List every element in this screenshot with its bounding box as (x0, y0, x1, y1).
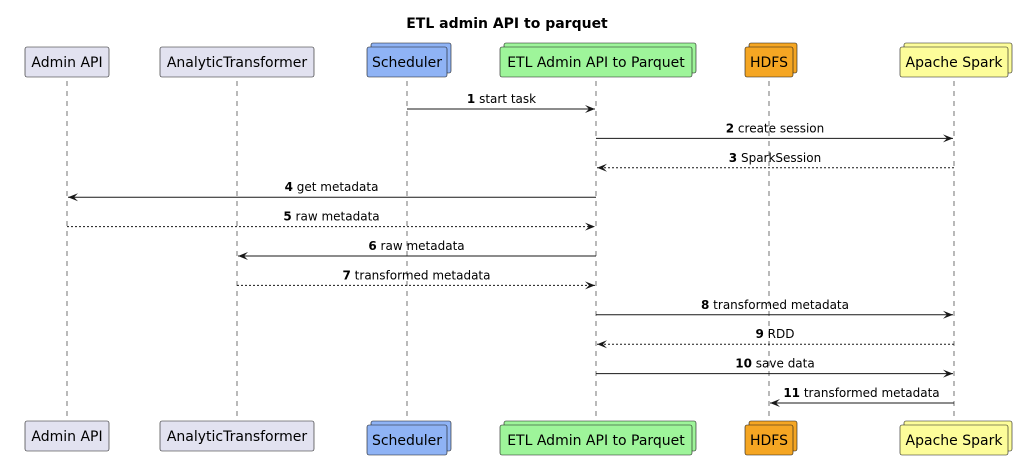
message-8: 8 transformed metadata (596, 298, 953, 319)
participant-spark-bottom: Apache Spark (899, 420, 1013, 456)
arrowhead (597, 340, 607, 349)
arrowhead (585, 105, 595, 113)
message-text: start task (475, 92, 536, 106)
participant-label: Apache Spark (906, 433, 1004, 449)
participant-label: Apache Spark (906, 55, 1004, 71)
message-text: RDD (764, 327, 795, 341)
message-label: 11 transformed metadata (783, 386, 939, 400)
diagram-title: ETL admin API to parquet (406, 16, 608, 32)
message-label: 1 start task (467, 92, 536, 106)
participant-label: Scheduler (372, 433, 442, 449)
participant-box (24, 420, 110, 452)
participant-label: AnalyticTransformer (167, 429, 308, 445)
message-10: 10 save data (596, 357, 953, 378)
arrowhead (943, 134, 953, 143)
message-number: 6 (368, 239, 376, 253)
participant-box (499, 46, 693, 78)
lifelines (66, 81, 955, 421)
arrowhead (597, 163, 607, 172)
message-label: 2 create session (726, 121, 825, 135)
participant-box (24, 46, 110, 78)
participant-box (159, 420, 315, 452)
message-label: 7 transformed metadata (343, 268, 491, 282)
participant-etl-top: ETL Admin API to Parquet (499, 42, 697, 78)
message-number: 10 (735, 357, 752, 371)
message-number: 5 (283, 210, 291, 224)
message-number: 1 (467, 92, 475, 106)
participant-label: Admin API (31, 429, 102, 445)
participant-box (744, 46, 794, 78)
arrowhead (943, 310, 953, 319)
message-number: 11 (783, 386, 800, 400)
participant-label: AnalyticTransformer (167, 55, 308, 71)
message-number: 8 (701, 298, 709, 312)
message-4: 4 get metadata (68, 180, 596, 202)
participant-spark-top: Apache Spark (899, 42, 1013, 78)
message-number: 9 (756, 327, 764, 341)
participant-label: ETL Admin API to Parquet (507, 55, 685, 71)
participant-label: ETL Admin API to Parquet (507, 433, 685, 449)
message-text: get metadata (293, 180, 379, 194)
message-text: save data (752, 357, 815, 371)
participant-scheduler-bottom: Scheduler (366, 420, 452, 456)
message-2: 2 create session (596, 121, 953, 143)
message-text: transformed metadata (351, 268, 491, 282)
messages: 1 start task 2 create session 3 SparkSessi… (67, 92, 954, 407)
participant-hdfs-bottom: HDFS (744, 420, 798, 456)
message-label: 5 raw metadata (283, 210, 379, 224)
message-text: SparkSession (737, 151, 821, 165)
participant-box (366, 424, 448, 456)
message-number: 3 (729, 151, 737, 165)
message-label: 4 get metadata (285, 180, 379, 194)
participant-label: Scheduler (372, 55, 442, 71)
participant-label: Admin API (31, 55, 102, 71)
message-9: 9 RDD (597, 327, 954, 349)
arrowhead (770, 399, 780, 407)
arrowhead (585, 281, 595, 290)
message-label: 10 save data (735, 357, 814, 371)
message-label: 6 raw metadata (368, 239, 464, 253)
message-number: 4 (285, 180, 293, 194)
participant-admin-bottom: Admin API (24, 420, 110, 452)
participant-box (366, 46, 448, 78)
participant-box (744, 424, 794, 456)
participant-label: HDFS (750, 433, 788, 449)
message-text: transformed metadata (709, 298, 849, 312)
arrowhead (238, 252, 248, 260)
message-number: 7 (343, 268, 351, 282)
message-11: 11 transformed metadata (770, 386, 954, 407)
participant-admin-top: Admin API (24, 46, 110, 78)
arrowhead (68, 193, 78, 202)
participant-box (499, 424, 693, 456)
participant-transformer-bottom: AnalyticTransformer (159, 420, 315, 452)
participant-scheduler-top: Scheduler (366, 42, 452, 78)
participant-box (899, 424, 1009, 456)
message-text: raw metadata (377, 239, 465, 253)
message-7: 7 transformed metadata (237, 268, 595, 290)
message-3: 3 SparkSession (597, 151, 954, 172)
participant-label: HDFS (750, 55, 788, 71)
participant-box (899, 46, 1009, 78)
message-text: raw metadata (292, 210, 380, 224)
message-6: 6 raw metadata (238, 239, 596, 260)
message-text: transformed metadata (800, 386, 940, 400)
message-label: 8 transformed metadata (701, 298, 849, 312)
message-label: 9 RDD (756, 327, 795, 341)
participant-etl-bottom: ETL Admin API to Parquet (499, 420, 697, 456)
participant-hdfs-top: HDFS (744, 42, 798, 78)
message-5: 5 raw metadata (67, 210, 595, 231)
message-number: 2 (726, 121, 734, 135)
message-1: 1 start task (407, 92, 595, 113)
message-text: create session (734, 121, 824, 135)
participant-transformer-top: AnalyticTransformer (159, 46, 315, 78)
arrowhead (585, 222, 595, 231)
arrowhead (943, 369, 953, 378)
participant-box (159, 46, 315, 78)
message-label: 3 SparkSession (729, 151, 821, 165)
